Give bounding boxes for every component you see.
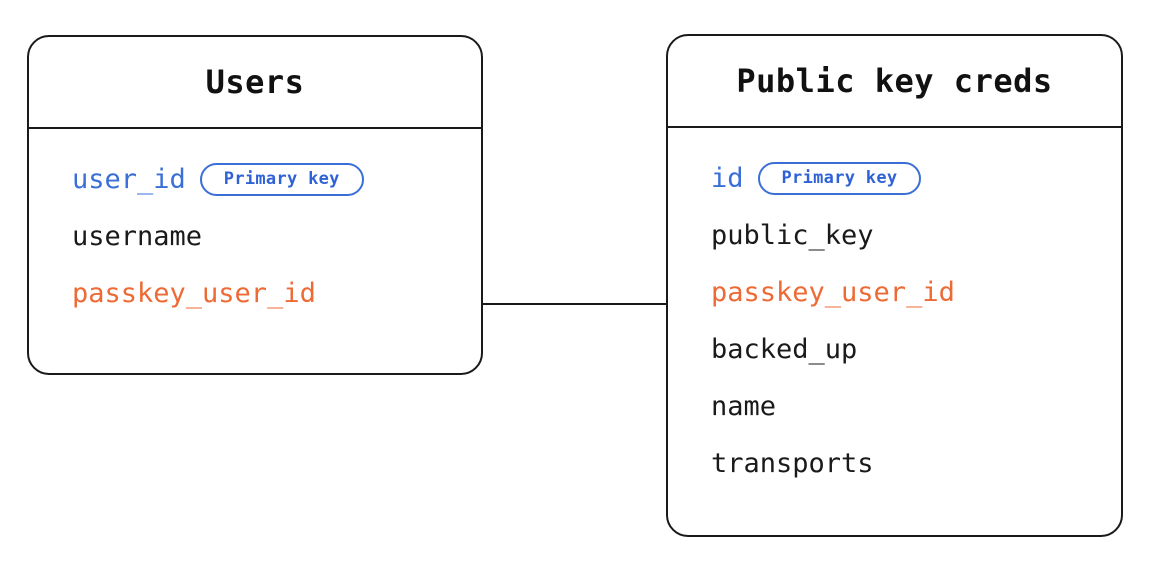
field-name-user-id: user_id xyxy=(72,164,186,195)
entity-header-users: Users xyxy=(29,37,481,129)
field-name-backed-up: backed_up xyxy=(711,334,858,365)
field-row-transports[interactable]: transports xyxy=(711,435,1101,492)
entity-title-public-key-creds: Public key creds xyxy=(736,62,1053,100)
entity-box-users[interactable]: Users user_id Primary key username passk… xyxy=(27,35,483,375)
entity-box-public-key-creds[interactable]: Public key creds id Primary key public_k… xyxy=(666,34,1123,537)
entity-title-users: Users xyxy=(205,63,305,101)
field-row-passkey-user-id[interactable]: passkey_user_id xyxy=(72,265,461,322)
field-name-public-key: public_key xyxy=(711,220,874,251)
field-name-passkey-user-id: passkey_user_id xyxy=(72,278,316,309)
primary-key-badge: Primary key xyxy=(757,162,922,195)
entity-header-public-key-creds: Public key creds xyxy=(668,36,1121,128)
field-row-name[interactable]: name xyxy=(711,378,1101,435)
field-row-passkey-user-id[interactable]: passkey_user_id xyxy=(711,264,1101,321)
field-name-username: username xyxy=(72,221,203,252)
field-name-transports: transports xyxy=(711,448,874,479)
entity-field-list-users: user_id Primary key username passkey_use… xyxy=(29,129,481,322)
field-row-user-id[interactable]: user_id Primary key xyxy=(72,151,461,208)
field-name-name: name xyxy=(711,391,777,422)
field-name-passkey-user-id: passkey_user_id xyxy=(711,277,955,308)
primary-key-badge: Primary key xyxy=(199,163,364,196)
field-row-id[interactable]: id Primary key xyxy=(711,150,1101,207)
field-row-backed-up[interactable]: backed_up xyxy=(711,321,1101,378)
field-row-public-key[interactable]: public_key xyxy=(711,207,1101,264)
relationship-line-users-to-public-key-creds[interactable] xyxy=(481,303,668,306)
field-name-id: id xyxy=(711,163,744,194)
entity-field-list-public-key-creds: id Primary key public_key passkey_user_i… xyxy=(668,128,1121,492)
field-row-username[interactable]: username xyxy=(72,208,461,265)
